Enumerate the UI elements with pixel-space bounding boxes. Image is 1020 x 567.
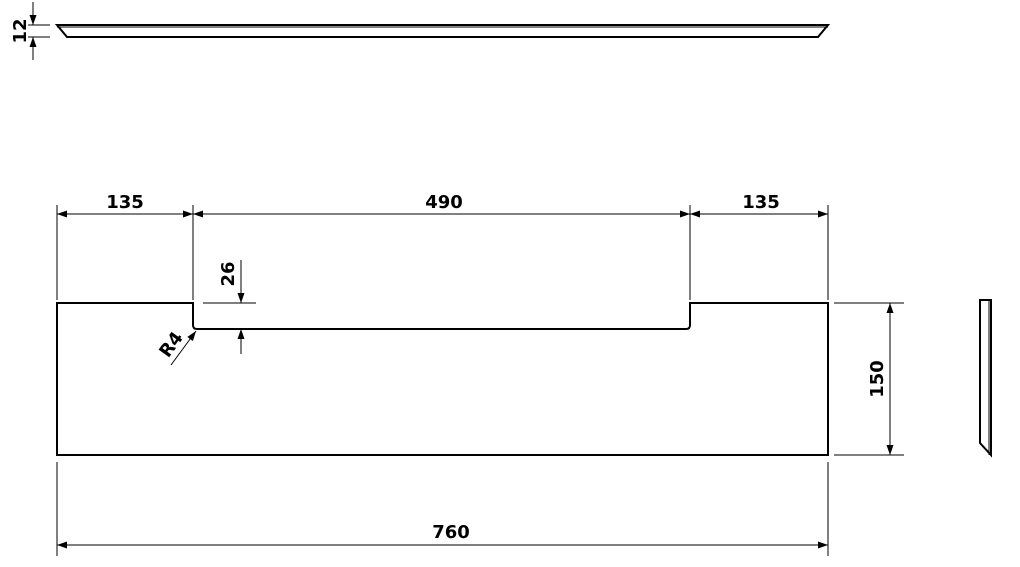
shelf-outline — [56, 302, 829, 456]
center-width-dimension-label: 490 — [425, 192, 463, 213]
total-width-dimension-label: 760 — [432, 522, 470, 543]
end-profile-outline — [979, 299, 992, 458]
front-view: 135 490 135 26 R4 150 760 — [56, 192, 904, 556]
thickness-dimension-label: 12 — [10, 18, 31, 43]
corner-radius-label: R4 — [155, 328, 188, 362]
profile-outline — [54, 24, 831, 38]
end-profile-view — [979, 299, 992, 458]
height-dimension-label: 150 — [867, 360, 888, 398]
notch-depth-dimension-label: 26 — [218, 261, 239, 286]
left-inset-dimension-label: 135 — [106, 192, 144, 213]
right-inset-dimension-label: 135 — [742, 192, 780, 213]
side-profile-view: 12 — [10, 2, 831, 60]
